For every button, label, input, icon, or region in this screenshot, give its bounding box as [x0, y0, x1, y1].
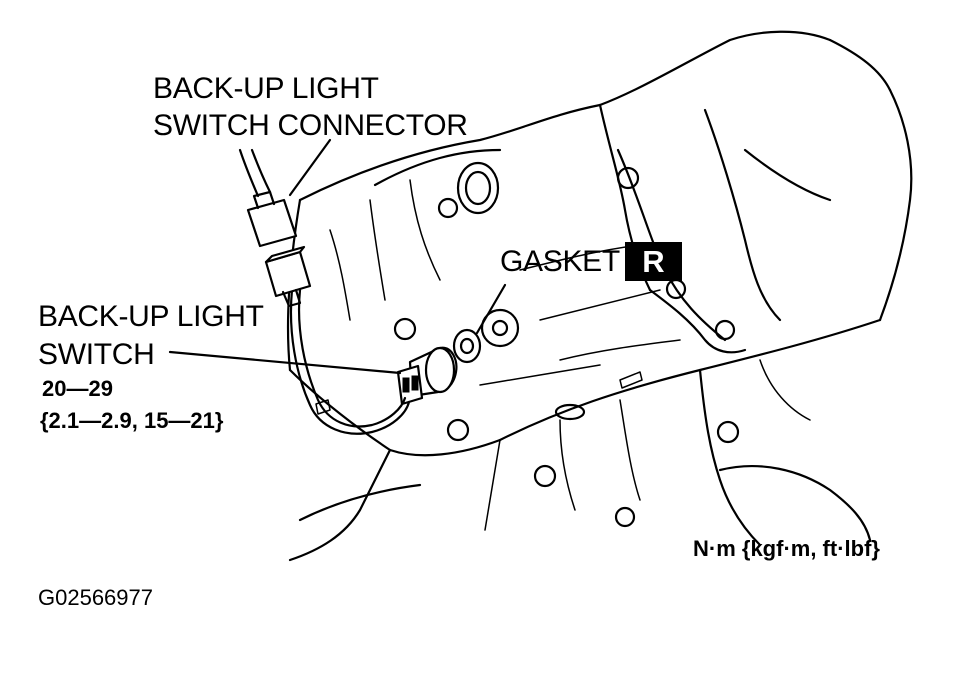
leader-lines [168, 138, 507, 375]
harness-side-connector [238, 148, 298, 248]
figure-code: G02566977 [38, 585, 153, 610]
gasket-label: GASKET [500, 245, 620, 278]
case-bosses [393, 161, 740, 528]
back-up-light-switch [396, 346, 458, 406]
torque-nm-value: 20—29 [42, 376, 113, 401]
torque-other-units-value: {2.1—2.9, 15—21} [40, 408, 224, 433]
replace-badge-icon: R [625, 242, 682, 281]
transmission-case [286, 30, 913, 562]
units-legend: N·m {kgf·m, ft·lbf} [693, 536, 880, 561]
connector-label-line1: BACK-UP LIGHT [153, 72, 379, 105]
switch-side-connector [264, 245, 312, 308]
switch-label-line2: SWITCH [38, 338, 155, 371]
gasket-washer [452, 328, 482, 364]
switch-label-line1: BACK-UP LIGHT [38, 300, 264, 333]
connector-label-line2: SWITCH CONNECTOR [153, 109, 468, 142]
switch-harness [289, 288, 411, 435]
